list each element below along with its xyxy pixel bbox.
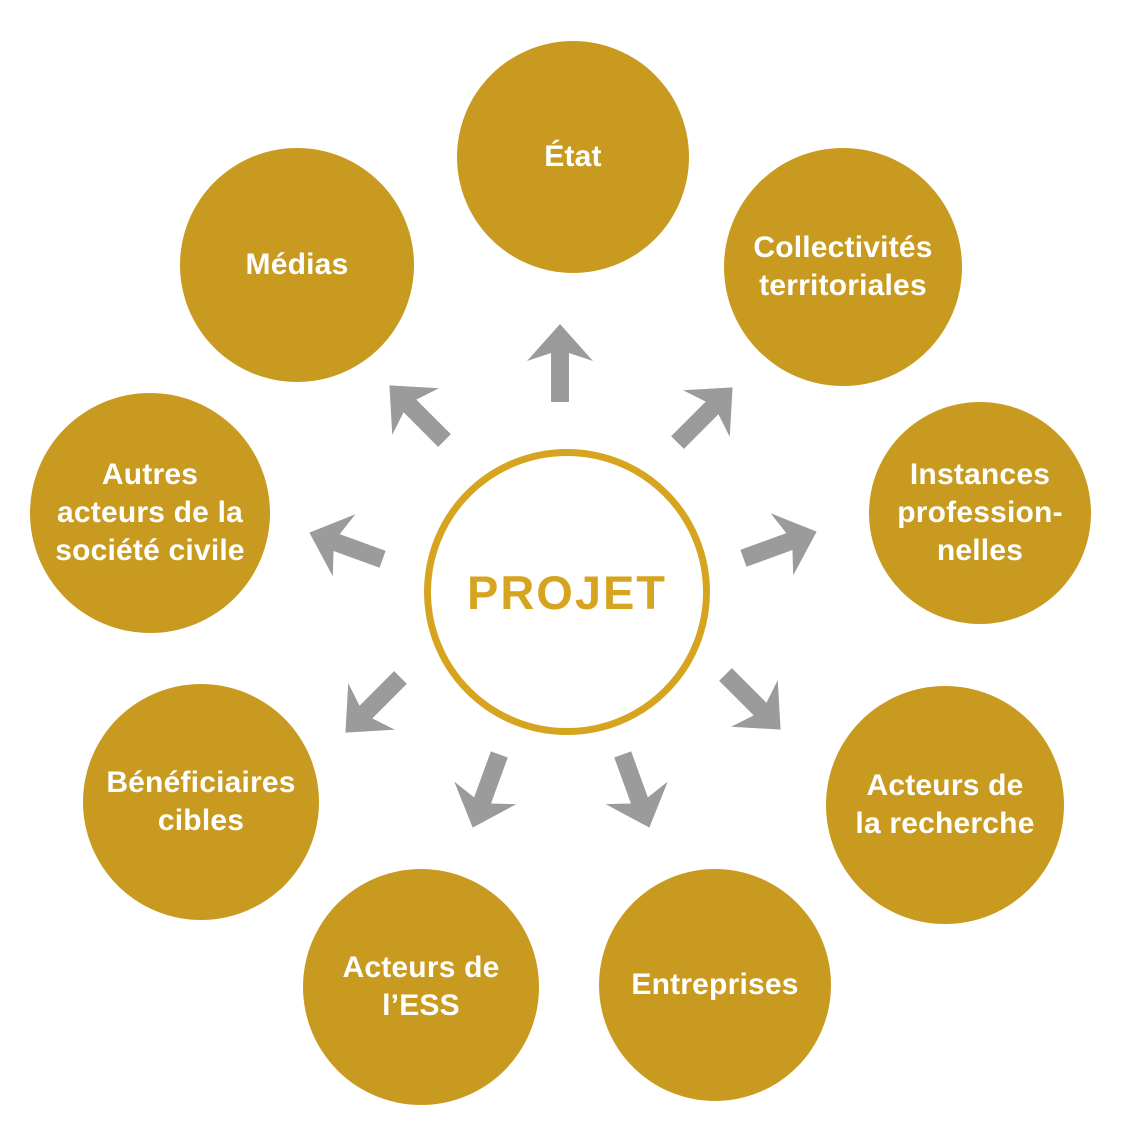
arrow-to-collectivites-icon (654, 364, 756, 466)
arrow-to-etat-icon (527, 324, 593, 402)
arrow-to-recherche-icon (702, 651, 804, 753)
node-label: Entreprises (631, 968, 799, 1002)
node-label: Acteurs de l’ESS (342, 951, 500, 1022)
node-collectivites-territoriales: Collectivités territoriales (724, 148, 962, 386)
node-acteurs-de-la-recherche: Acteurs de la recherche (826, 686, 1064, 924)
center-circle-projet: PROJET (424, 449, 710, 735)
arrow-to-medias-icon (366, 362, 468, 464)
node-acteurs-de-l-ess: Acteurs de l’ESS (303, 869, 539, 1105)
node-label: Bénéficiaires cibles (106, 766, 296, 837)
node-beneficiaires-cibles: Bénéficiaires cibles (83, 684, 319, 920)
center-label: PROJET (466, 565, 668, 619)
node-label: Médias (245, 248, 349, 282)
arrow-to-autres-icon (298, 502, 394, 591)
node-label: Instances profession- nelles (897, 458, 1063, 567)
node-medias: Médias (180, 148, 414, 382)
node-label: État (544, 140, 602, 174)
node-label: Collectivités territoriales (753, 231, 933, 302)
node-autres-acteurs-societe-civile: Autres acteurs de la société civile (30, 393, 270, 633)
arrow-to-beneficiaires-icon (322, 654, 424, 756)
node-instances-professionnelles: Instances profession- nelles (869, 402, 1091, 624)
node-label: Acteurs de la recherche (855, 769, 1035, 840)
node-label: Autres acteurs de la société civile (55, 458, 245, 567)
node-entreprises: Entreprises (599, 869, 831, 1101)
arrow-to-entreprises-icon (592, 743, 681, 839)
node-etat: État (457, 41, 689, 273)
arrow-to-ess-icon (442, 743, 531, 839)
arrow-to-instances-icon (732, 501, 828, 590)
